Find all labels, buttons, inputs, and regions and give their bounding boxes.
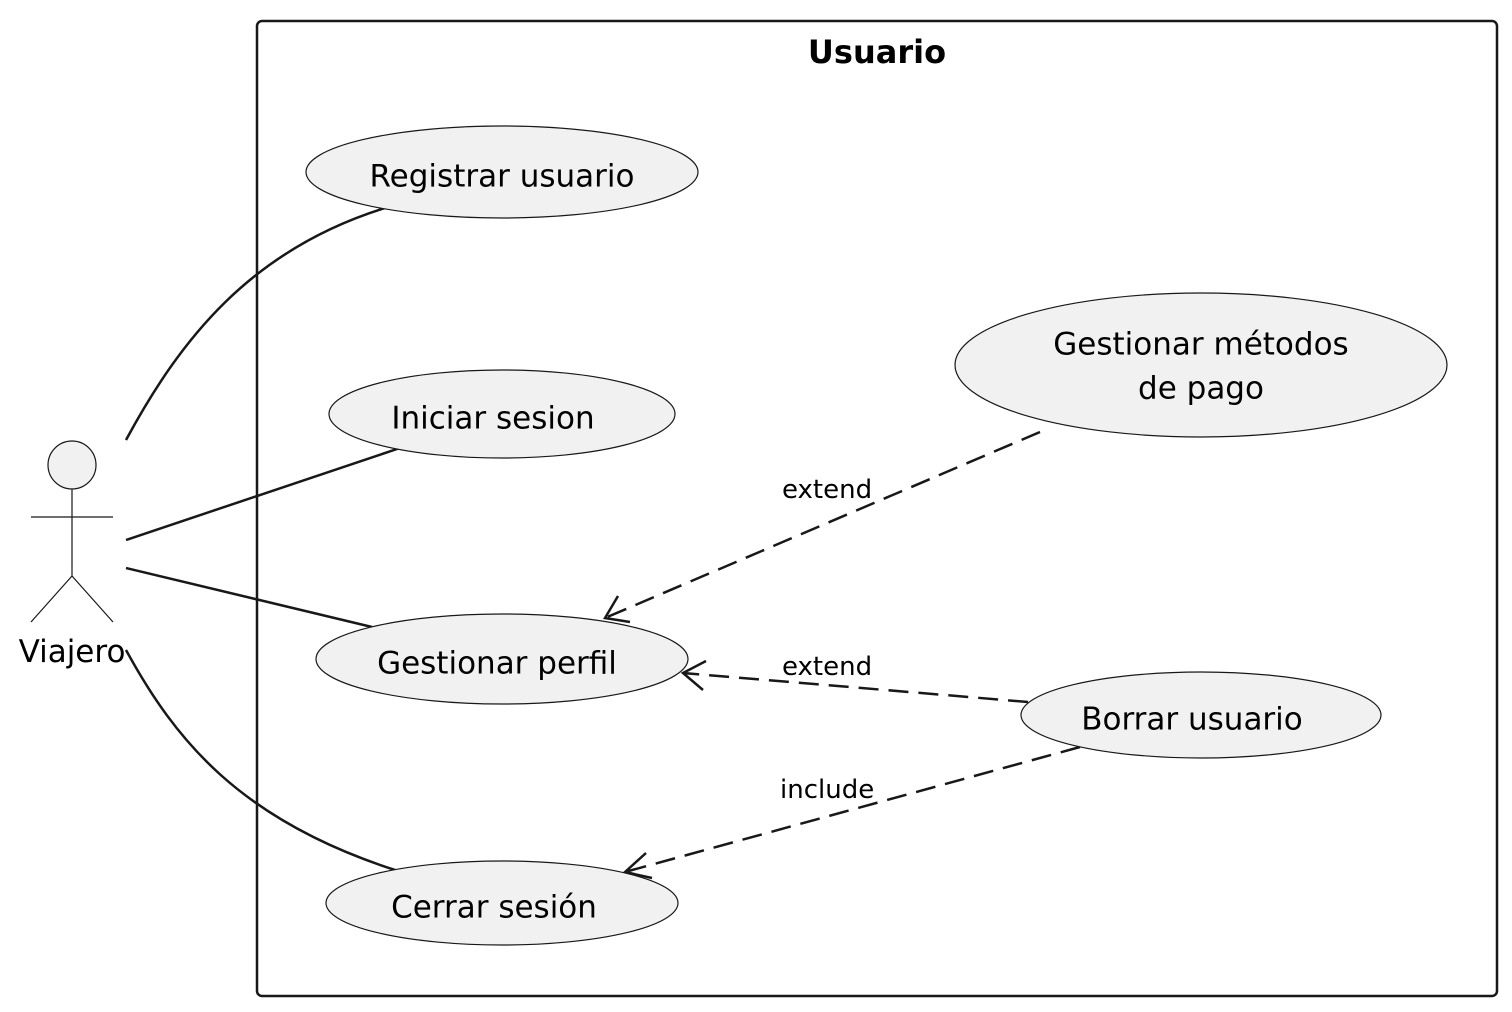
usecase-ellipse [954, 292, 1448, 438]
dependencies [602, 430, 1081, 880]
usecase-label: Gestionar perfil [377, 646, 617, 682]
extend-line-metodos [604, 430, 1041, 620]
usecase-label: Cerrar sesión [391, 890, 597, 926]
boundary-title: Usuario [808, 33, 946, 71]
extend-arrow-metodos [602, 595, 631, 624]
use-case-gestionar-perfil[interactable]: Gestionar perfil [315, 613, 689, 705]
use-case-borrar-usuario[interactable]: Borrar usuario [1020, 671, 1382, 759]
include-label-cerrar: include [780, 775, 874, 805]
include-arrow-cerrar [622, 852, 653, 880]
use-case-gestionar-metodos-de-pago[interactable]: Gestionar métodos de pago [954, 292, 1448, 438]
usecase-ellipse [315, 613, 689, 705]
extend-line-borrar [682, 671, 1029, 704]
usecase-ellipse [1020, 671, 1382, 759]
association-iniciar [125, 446, 401, 542]
usecase-ellipse [328, 369, 676, 459]
actor-head [47, 440, 97, 490]
associations [124, 206, 401, 872]
extend-arrow-borrar [680, 659, 707, 691]
usecase-label: Registrar usuario [370, 159, 635, 195]
actor-left-leg [30, 575, 73, 623]
usecase-label-line1: Gestionar métodos [1053, 327, 1348, 363]
usecase-label: Borrar usuario [1081, 702, 1303, 738]
usecase-ellipse [305, 125, 699, 219]
usecase-ellipse [325, 860, 679, 946]
use-case-cerrar-sesion[interactable]: Cerrar sesión [325, 860, 679, 946]
extend-label-metodos: extend [782, 475, 872, 505]
usecase-label: Iniciar sesion [391, 401, 594, 437]
actor-right-leg [71, 575, 114, 623]
association-perfil [125, 566, 373, 629]
actor-viajero[interactable]: Viajero [19, 440, 126, 670]
usecase-label-line2: de pago [1138, 371, 1264, 407]
actor-label: Viajero [19, 634, 126, 670]
use-case-registrar-usuario[interactable]: Registrar usuario [305, 125, 699, 219]
extend-label-borrar: extend [782, 652, 872, 682]
include-line-cerrar [624, 745, 1081, 874]
association-cerrar [124, 649, 396, 872]
association-registrar [124, 206, 386, 441]
use-case-iniciar-sesion[interactable]: Iniciar sesion [328, 369, 676, 459]
